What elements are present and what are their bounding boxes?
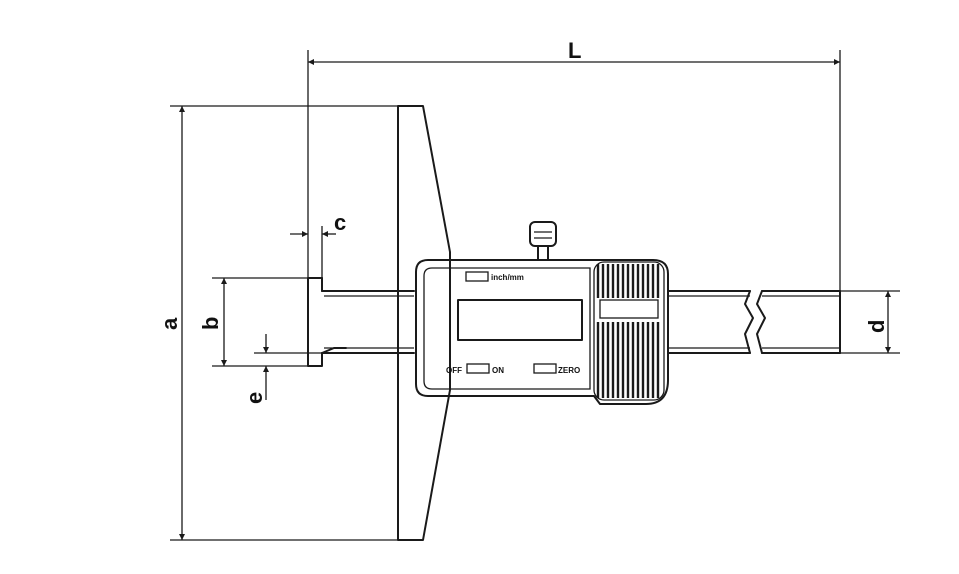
zero-button: ZERO [533,363,580,375]
dimension-e-label: e [242,392,267,404]
display-slider [415,259,669,405]
measuring-beam [321,290,841,354]
dimension-e: e [242,334,322,404]
unit-button: inch/mm [465,271,524,282]
dimension-L: L [307,38,841,291]
dimension-a: a [157,105,398,541]
grip-rib-group [596,264,660,298]
dimension-a-label: a [157,317,182,330]
lcd-screen [457,299,583,341]
dimension-d: d [840,290,900,354]
dimension-c-label: c [334,210,346,235]
dimension-c: c [290,210,346,278]
dimension-b-label: b [198,317,223,330]
zero-label: ZERO [558,366,580,375]
on-label: ON [492,366,504,375]
off-label: OFF [446,366,462,375]
unit-button-label: inch/mm [491,273,524,282]
lock-screw [529,221,557,261]
grip-rib-group [596,322,660,398]
dimension-b: b [198,277,308,367]
dimension-L-label: L [568,38,581,63]
dimension-d-label: d [864,320,889,333]
on-off-button: OFF ON [446,363,504,375]
grip-ribs [593,261,665,401]
